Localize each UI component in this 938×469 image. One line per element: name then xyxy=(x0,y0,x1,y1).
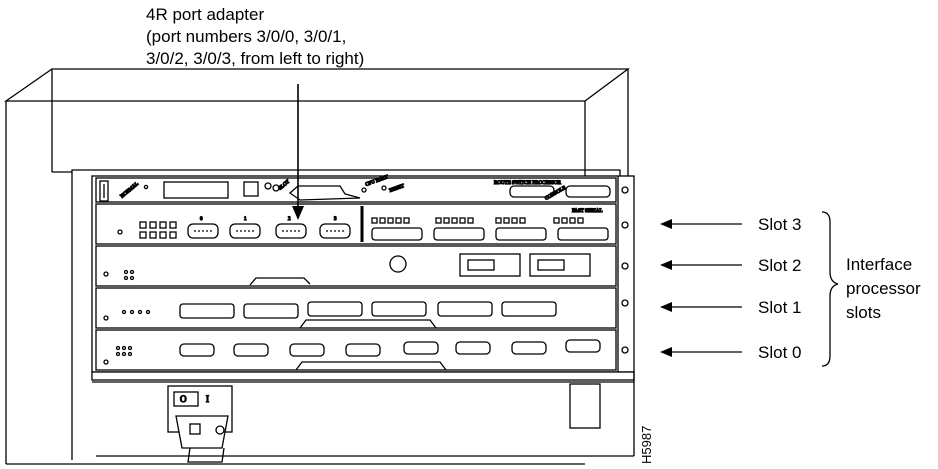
port-adapter-callout: 4R port adapter (port numbers 3/0/0, 3/0… xyxy=(146,4,364,70)
fast-serial-port-0 xyxy=(371,227,423,241)
port-number-0: 0 xyxy=(200,217,203,222)
fast-serial-leds xyxy=(371,217,584,224)
slot-3-card: 0 1 2 3 FAST SERIAL xyxy=(95,203,629,245)
fast-serial-port-2 xyxy=(495,227,547,241)
access-panel xyxy=(569,383,601,429)
port-number-2: 2 xyxy=(288,217,291,222)
4r-led-grid xyxy=(139,221,177,239)
slot-0-label: Slot 0 xyxy=(758,343,801,362)
fast-serial-label: FAST SERIAL xyxy=(572,209,603,214)
power-off-symbol: O xyxy=(180,394,187,404)
callout-arrow xyxy=(292,84,304,220)
group-label-line-2: processor xyxy=(846,279,921,298)
group-label-line-1: Interface xyxy=(846,255,912,274)
port-number-3: 3 xyxy=(334,217,337,222)
slot-2-label: Slot 2 xyxy=(758,256,801,275)
rsp-title-label: ROUTE SWITCH PROCESSOR xyxy=(494,181,562,186)
4r-port-3 xyxy=(319,223,351,239)
power-supply-bay: O I xyxy=(91,371,635,463)
slot-0-port-1 xyxy=(233,343,269,357)
callout-line-1: 4R port adapter xyxy=(146,5,265,24)
slot-0-port-7 xyxy=(565,339,601,353)
callout-line-2: (port numbers 3/0/0, 3/0/1, xyxy=(146,27,347,46)
fast-serial-port-3 xyxy=(557,227,609,241)
slot-0-port-2 xyxy=(289,343,325,357)
chassis-body xyxy=(3,68,630,465)
slot-1-port-5 xyxy=(501,301,557,317)
slot-1-port-1 xyxy=(243,303,299,319)
slot-0-port-3 xyxy=(345,343,381,357)
slot-0-port-5 xyxy=(455,341,491,355)
4r-port-1 xyxy=(229,223,261,239)
4r-port-0 xyxy=(187,223,219,239)
slot-arrows xyxy=(660,219,742,357)
fast-serial-port-1 xyxy=(433,227,485,241)
power-inlet xyxy=(175,415,229,449)
power-on-symbol: I xyxy=(206,394,209,404)
slot-3-label: Slot 3 xyxy=(758,215,801,234)
port-number-1: 1 xyxy=(244,217,247,222)
fiber-port-0 xyxy=(459,253,521,277)
route-switch-processor-card: NORMAL SLOT CPU HALT RESET ROUTE SWITCH … xyxy=(95,174,629,203)
slot-1-port-0 xyxy=(179,303,235,319)
slot-1-port-2 xyxy=(307,301,363,317)
reset-label: RESET xyxy=(389,184,405,194)
slot-1-port-3 xyxy=(371,301,427,317)
slot-2-card xyxy=(95,245,629,287)
slot-0-port-4 xyxy=(403,341,439,355)
slots-brace xyxy=(821,211,839,367)
slot-0-port-0 xyxy=(179,343,215,357)
slot-1-port-4 xyxy=(437,301,493,317)
slot-0-card xyxy=(95,329,629,371)
figure-id: H5987 xyxy=(639,426,654,464)
power-cord-clip xyxy=(187,447,225,463)
callout-line-3: 3/0/2, 3/0/3, from left to right) xyxy=(146,49,365,68)
slot-0-port-6 xyxy=(511,341,547,355)
fiber-port-1 xyxy=(529,253,591,277)
4r-port-2 xyxy=(275,223,307,239)
group-label-line-3: slots xyxy=(846,303,881,322)
power-switch xyxy=(173,391,199,407)
slot-1-card xyxy=(95,287,629,329)
slot-1-label: Slot 1 xyxy=(758,298,801,317)
